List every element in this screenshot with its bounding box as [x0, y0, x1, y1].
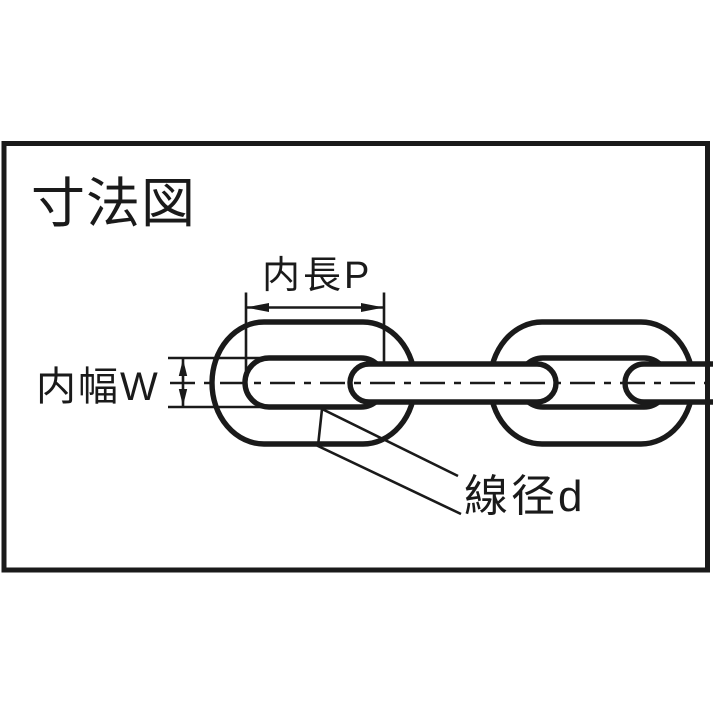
leader-line-wire-diameter [316, 407, 462, 516]
dim-inner-length-arrowhead-right [361, 303, 384, 312]
inner-length-label: 内長P [262, 255, 372, 297]
dim-inner-width-arrowhead-bottom [178, 389, 188, 406]
wire-diameter-label: 線径d [464, 472, 585, 521]
drawing-frame [1, 141, 710, 573]
dim-inner-width [168, 356, 263, 409]
dim-inner-width-arrowhead-top [178, 359, 188, 376]
drawing-title: 寸法図 [31, 174, 196, 234]
dim-inner-length-arrowhead-left [246, 303, 269, 312]
inner-width-label: 内幅W [36, 365, 160, 409]
dim-inner-length [244, 292, 386, 371]
